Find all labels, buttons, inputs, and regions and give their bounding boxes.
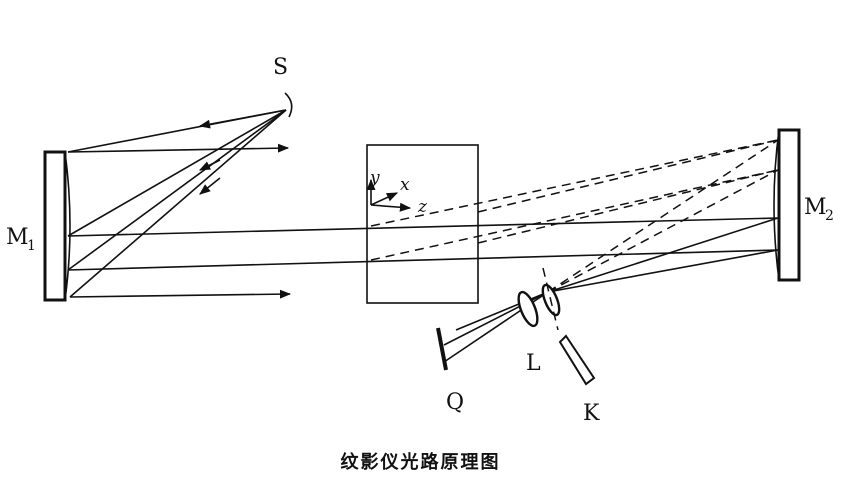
m1-reflected-arrows — [67, 143, 292, 299]
mirror2-label: M 2 — [804, 195, 834, 224]
knife-edge-label: K — [583, 401, 600, 426]
lens-l — [517, 267, 561, 331]
parallel-beam — [67, 217, 779, 271]
coordinate-axes: y x z — [366, 168, 428, 217]
axis-z-label: z — [417, 197, 428, 217]
screen-q — [436, 327, 448, 371]
light-source-s — [284, 92, 293, 118]
svg-text:M: M — [804, 195, 827, 220]
mirror1-label: M 1 — [6, 225, 36, 254]
lens-label: L — [526, 351, 541, 376]
mirror-m2 — [773, 128, 801, 282]
mirror-m1 — [43, 150, 71, 302]
svg-text:M: M — [6, 225, 29, 250]
axis-y-label: y — [369, 168, 380, 188]
axis-x-label: x — [400, 175, 410, 195]
test-section — [366, 144, 479, 304]
figure-caption: 纹影仪光路原理图 — [340, 452, 501, 473]
svg-text:1: 1 — [27, 238, 36, 254]
source-label: S — [273, 55, 288, 80]
source-rays — [67, 109, 287, 298]
dashed-rays — [370, 139, 779, 293]
screen-label: Q — [446, 390, 464, 415]
knife-edge-k — [558, 334, 596, 386]
svg-text:2: 2 — [825, 208, 834, 224]
